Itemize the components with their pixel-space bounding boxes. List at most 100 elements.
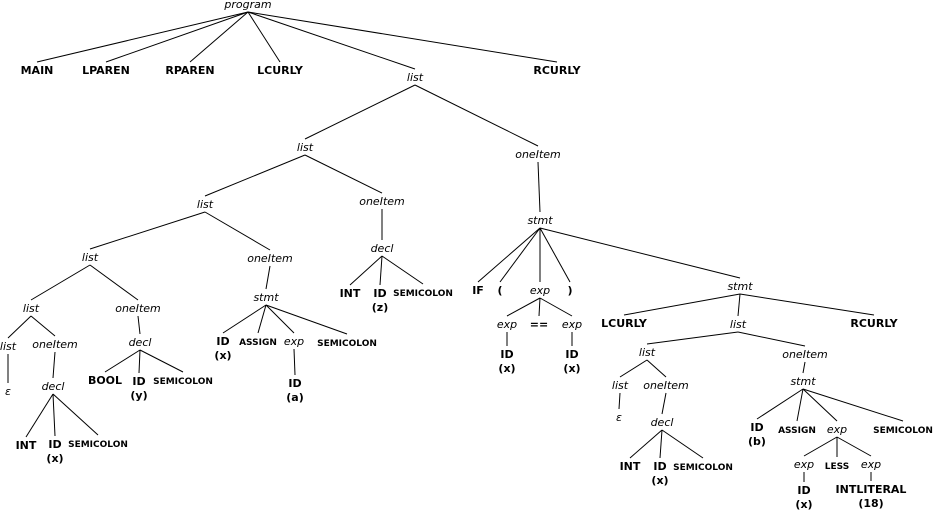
nonterminal-node: decl <box>651 416 674 429</box>
terminal-value: (a) <box>286 391 303 404</box>
terminal-node: ID <box>500 348 513 361</box>
tree-edge <box>89 211 206 250</box>
tree-edge <box>802 388 838 422</box>
tree-edge <box>539 227 741 279</box>
nonterminal-node: list <box>612 379 629 392</box>
tree-edge <box>189 11 249 63</box>
nonterminal-node: exp <box>827 423 847 436</box>
nonterminal-node: oneItem <box>247 252 293 265</box>
terminal-node: SEMICOLON <box>673 463 733 473</box>
tree-edge <box>137 315 141 335</box>
nonterminal-node: stmt <box>790 375 816 388</box>
tree-edge <box>629 429 663 459</box>
tree-edge <box>257 304 267 334</box>
tree-edge <box>265 304 348 335</box>
tree-edge <box>265 304 295 334</box>
tree-edge <box>204 211 271 251</box>
nonterminal-node: oneItem <box>359 195 405 208</box>
terminal-node: ID <box>132 375 145 388</box>
tree-edge <box>539 297 573 317</box>
nonterminal-node: oneItem <box>643 379 689 392</box>
terminal-node: SEMICOLON <box>393 289 453 299</box>
terminal-node: LESS <box>825 462 849 472</box>
tree-edge <box>52 351 56 379</box>
terminal-node: INT <box>620 460 641 473</box>
tree-edge <box>737 293 741 317</box>
tree-edges <box>7 11 904 482</box>
tree-edge <box>247 11 281 63</box>
tree-edge <box>293 348 296 376</box>
nonterminal-node: list <box>23 302 40 315</box>
tree-edge <box>646 359 667 378</box>
terminal-node: ID <box>750 421 763 434</box>
tree-edge <box>304 154 383 194</box>
terminal-value: (x) <box>563 362 580 375</box>
terminal-value: (x) <box>795 498 812 510</box>
tree-edge <box>538 297 541 317</box>
nonterminal-node: exp <box>530 284 550 297</box>
terminal-node: == <box>530 318 548 331</box>
tree-edge <box>737 331 806 347</box>
terminal-node: MAIN <box>21 64 54 77</box>
tree-edge <box>104 349 141 373</box>
tree-edge <box>539 227 571 283</box>
terminal-node: RPAREN <box>165 64 214 77</box>
terminal-node: ) <box>567 284 572 297</box>
terminal-node: INTLITERAL <box>836 483 907 496</box>
tree-edge <box>265 265 271 290</box>
terminal-value: (x) <box>46 452 63 465</box>
tree-edge <box>803 436 838 457</box>
tree-edge <box>138 349 141 374</box>
nonterminal-node: list <box>297 141 314 154</box>
tree-edge <box>381 255 424 285</box>
nonterminal-node: decl <box>42 380 65 393</box>
tree-edge <box>247 11 416 70</box>
nonterminal-node: exp <box>562 318 582 331</box>
terminal-node: ID <box>48 438 61 451</box>
nonterminal-node: list <box>407 71 424 84</box>
nonterminal-node: decl <box>371 242 394 255</box>
tree-edge <box>247 11 558 63</box>
tree-edge <box>204 154 306 197</box>
nonterminal-node: list <box>82 251 99 264</box>
nonterminal-node: exp <box>794 458 814 471</box>
nonterminal-node: exp <box>497 318 517 331</box>
nonterminal-node: list <box>0 340 17 353</box>
terminal-node: ID <box>288 377 301 390</box>
nonterminal-node: list <box>197 198 214 211</box>
tree-edge <box>304 84 416 140</box>
nonterminal-node: oneItem <box>782 348 828 361</box>
tree-edge <box>349 255 383 286</box>
tree-edge <box>477 227 541 283</box>
terminal-value: (x) <box>214 349 231 362</box>
tree-edge <box>802 361 806 374</box>
terminal-value: (y) <box>130 389 147 402</box>
nonterminal-node: list <box>639 346 656 359</box>
tree-edge <box>796 388 804 422</box>
terminal-node: SEMICOLON <box>317 339 377 349</box>
terminal-node: ID <box>797 484 810 497</box>
nonterminal-node: exp <box>284 335 304 348</box>
tree-edge <box>618 392 621 410</box>
terminal-node: ID <box>373 287 386 300</box>
tree-edge <box>836 436 872 457</box>
terminal-node: RCURLY <box>850 317 898 330</box>
nonterminal-node: list <box>730 318 747 331</box>
tree-edge <box>30 315 56 337</box>
terminal-node: SEMICOLON <box>153 377 213 387</box>
terminal-node: RCURLY <box>533 64 581 77</box>
nonterminal-node: ε <box>616 411 622 424</box>
tree-edge <box>739 293 875 316</box>
tree-edge <box>89 264 139 301</box>
nonterminal-node: stmt <box>253 291 279 304</box>
tree-edge <box>802 388 904 422</box>
tree-edge <box>646 331 739 345</box>
tree-edge <box>661 429 704 459</box>
terminal-node: LPAREN <box>82 64 130 77</box>
nonterminal-node: program <box>223 0 271 11</box>
tree-edge <box>36 11 249 63</box>
tree-edge <box>756 388 804 420</box>
nonterminal-node: exp <box>861 458 881 471</box>
